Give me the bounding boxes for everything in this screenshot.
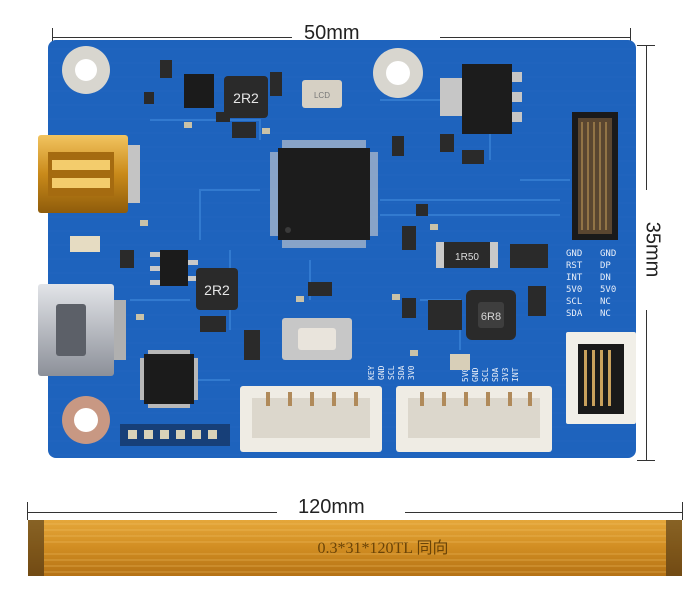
svg-text:5V0: 5V0 — [566, 285, 582, 295]
crystal: LCD — [302, 80, 342, 108]
svg-text:LCD: LCD — [314, 91, 330, 100]
pin-header-pads — [120, 424, 230, 446]
cable-dimension-line-left — [27, 512, 277, 513]
height-dimension-tick-top — [637, 45, 655, 46]
width-dimension-line-right — [440, 37, 630, 38]
pin-labels-right: GND RST INT 5V0 SCL SDA GND DP DN 5V0 NC… — [566, 249, 616, 319]
cable-print-label: 0.3*31*120TL 同向 — [318, 539, 449, 557]
height-dimension-line-top — [646, 45, 647, 190]
svg-text:SCL: SCL — [566, 297, 582, 307]
main-controller-chip — [270, 140, 378, 248]
svg-text:DP: DP — [600, 261, 611, 271]
smd-components — [70, 60, 548, 370]
width-dimension-line-left — [52, 37, 292, 38]
cable-dimension-line-right — [405, 512, 682, 513]
height-dimension-tick-bottom — [637, 460, 655, 461]
current-sense-resistor: 1R50 — [436, 242, 498, 268]
inductor-mid: 2R2 — [196, 268, 238, 310]
svg-text:GND: GND — [600, 249, 616, 259]
svg-text:NC: NC — [600, 309, 611, 319]
width-dimension-tick-right — [630, 28, 631, 46]
width-dimension-label: 50mm — [300, 22, 364, 45]
fpc-connector-touch — [566, 332, 636, 424]
svg-text:1R50: 1R50 — [455, 252, 479, 263]
connector1-pin-labels: KEY GND SCL SDA 3V0 — [367, 365, 416, 380]
width-dimension-tick-left — [52, 28, 53, 46]
push-button-switch — [282, 318, 352, 360]
svg-text:2R2: 2R2 — [233, 90, 259, 106]
svg-text:INT: INT — [566, 273, 583, 283]
wire-connector-2 — [396, 386, 552, 452]
cable-dimension-tick-right — [682, 502, 683, 520]
svg-text:6R8: 6R8 — [481, 311, 501, 323]
svg-text:5V0: 5V0 — [461, 367, 470, 382]
svg-text:3V0: 3V0 — [407, 365, 416, 380]
mounting-hole-top-left — [62, 46, 110, 94]
inductor-top: 2R2 — [224, 76, 268, 118]
svg-text:SCL: SCL — [387, 365, 396, 380]
connector2-pin-labels: 5V0 GND SCL SDA 3V3 INT — [461, 367, 520, 382]
micro-usb-port — [38, 284, 126, 376]
fpc-connector-main — [572, 112, 618, 240]
usb-a-port — [38, 135, 140, 213]
svg-text:INT: INT — [511, 367, 520, 382]
mounting-hole-bottom-left — [62, 396, 110, 444]
svg-text:SCL: SCL — [481, 367, 490, 382]
svg-text:2R2: 2R2 — [204, 282, 230, 298]
cable-dimension-label: 120mm — [294, 496, 369, 519]
fpc-ribbon-cable: 0.3*31*120TL 同向 — [28, 520, 682, 576]
svg-text:GND: GND — [377, 365, 386, 380]
svg-text:DN: DN — [600, 273, 611, 283]
svg-text:SDA: SDA — [566, 309, 583, 319]
svg-text:SDA: SDA — [397, 365, 406, 380]
inductor-right: 6R8 — [466, 290, 516, 340]
svg-text:GND: GND — [471, 367, 480, 382]
svg-text:3V3: 3V3 — [501, 367, 510, 382]
svg-text:GND: GND — [566, 249, 582, 259]
svg-text:5V0: 5V0 — [600, 285, 616, 295]
svg-text:SDA: SDA — [491, 367, 500, 382]
wire-connector-1 — [240, 386, 382, 452]
cable-dimension-tick-left — [27, 502, 28, 520]
voltage-regulator — [440, 64, 522, 134]
qfn-chip — [140, 350, 198, 408]
svg-text:NC: NC — [600, 297, 611, 307]
svg-text:KEY: KEY — [367, 365, 376, 380]
height-dimension-line-bottom — [646, 310, 647, 460]
mounting-hole-top-center — [373, 48, 423, 98]
svg-text:RST: RST — [566, 261, 583, 271]
